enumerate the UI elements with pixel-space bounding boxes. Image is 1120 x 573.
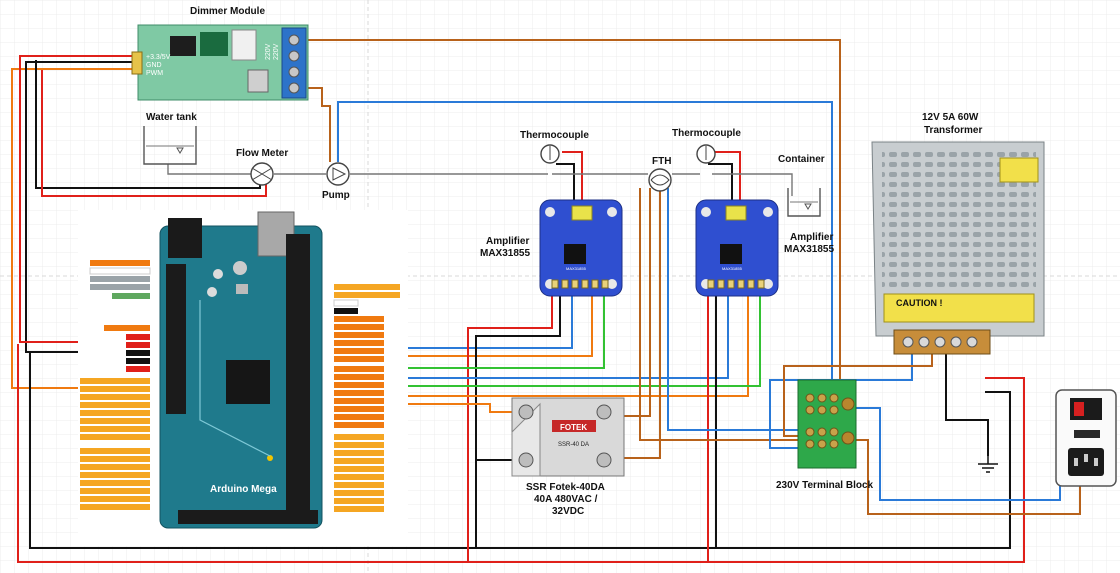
amplifier-1-board: MAX31855 <box>539 199 623 297</box>
fth-label: FTH <box>652 156 671 167</box>
dimmer-pin-pwm: PWM <box>146 70 163 77</box>
power-switch-icon <box>1074 402 1084 416</box>
container-icon <box>787 188 821 217</box>
wire-tc2-black <box>708 163 733 212</box>
wire-tc2-red <box>714 151 741 212</box>
wire-dimmer-gnd <box>25 61 140 353</box>
wire-amp2-green <box>358 296 761 387</box>
thermocouple-1-label: Thermocouple <box>520 130 589 141</box>
wires <box>11 39 1081 563</box>
wire-inlet-brown <box>852 439 1081 515</box>
wire-vcc-bottom-red <box>17 344 1025 563</box>
wire-tc1-black <box>556 163 575 212</box>
caution-text: CAUTION ! <box>896 298 943 308</box>
wire-amp1-green <box>358 296 605 369</box>
amp1-chip-label: MAX31855 <box>566 266 587 271</box>
water-tank-icon <box>143 126 197 165</box>
wire-ground <box>945 352 989 456</box>
ssr-brand: FOTEK <box>560 423 587 432</box>
wire-amp1-blue <box>358 296 573 349</box>
ssr-label-line2: 40A 480VAC / <box>534 494 598 505</box>
transformer-label-line1: 12V 5A 60W <box>922 112 979 123</box>
amplifier-2-board: MAX31855 <box>695 199 779 297</box>
pump-icon <box>326 162 350 186</box>
dimmer-pin-gnd: GND <box>146 62 162 69</box>
thermocouple-probe-icon <box>540 144 560 164</box>
wire-amp1-red <box>467 296 553 562</box>
wire-dimmer-to-pump-brown <box>305 87 331 162</box>
dimmer-pin-vcc: +3.3/5V <box>146 54 171 61</box>
dimmer-220v-a: 220V <box>273 43 280 60</box>
wire-amp2-blue <box>358 296 729 379</box>
wire-transformer-brown <box>783 352 933 437</box>
wire-dimmer-vcc <box>19 55 140 343</box>
wire-tc1-red <box>562 151 583 212</box>
amplifier-1-label-line1: Amplifier <box>486 236 529 247</box>
wire-flow-red <box>41 70 267 197</box>
amplifier-1-label-line2: MAX31855 <box>480 248 530 259</box>
transformer-power-supply: CAUTION ! <box>871 141 1045 355</box>
dimmer-title: Dimmer Module <box>190 6 265 17</box>
wire-amp1-orange <box>358 296 593 357</box>
wire-inlet-blue <box>852 407 1061 501</box>
ssr-relay: FOTEK SSR-40 DA <box>511 397 625 477</box>
dimmer-220v-b: 220V <box>265 43 272 60</box>
ssr-label-line3: 32VDC <box>552 506 584 517</box>
wire-amp2-orange <box>358 296 749 397</box>
dimmer-module: +3.3/5V GND PWM 220V 220V <box>131 24 309 101</box>
arduino-right-pins <box>333 284 400 512</box>
terminal-block <box>797 379 857 469</box>
wire-transformer-blue <box>769 352 913 449</box>
amplifier-2-label-line2: MAX31855 <box>784 244 834 255</box>
transformer-label-line2: Transformer <box>924 125 982 136</box>
arduino-left-pins <box>80 260 151 510</box>
pump-label: Pump <box>322 190 350 201</box>
water-pipes <box>167 164 793 196</box>
arduino-label: Arduino Mega <box>210 484 277 495</box>
wire-amp1-black <box>475 296 561 548</box>
iec-power-inlet-icon <box>1055 389 1117 487</box>
thermocouple-2-label: Thermocouple <box>672 128 741 139</box>
wire-ssr-control <box>358 403 518 413</box>
ssr-label-line1: SSR Fotek-40DA <box>526 482 605 493</box>
wire-fth-blue <box>667 188 800 431</box>
ssr-model: SSR-40 DA <box>558 442 589 448</box>
wire-ssr-load-brown <box>616 188 651 417</box>
wire-gnd-bottom-black <box>29 352 1011 549</box>
amp2-chip-label: MAX31855 <box>722 266 743 271</box>
wire-fth-brown2 <box>639 188 800 441</box>
wire-ssr-line-brown <box>616 188 661 459</box>
container-label: Container <box>778 154 825 165</box>
thermocouple-probe-icon <box>696 144 716 164</box>
amplifier-2-label-line1: Amplifier <box>790 232 833 243</box>
flow-meter-label: Flow Meter <box>236 148 288 159</box>
wire-dimmer-pwm <box>11 68 140 389</box>
ground-symbol-icon <box>978 456 998 473</box>
fth-sensor-icon <box>648 168 672 192</box>
terminal-block-label: 230V Terminal Block <box>776 480 874 491</box>
water-tank-label: Water tank <box>146 112 197 123</box>
flow-meter-icon <box>250 162 274 186</box>
